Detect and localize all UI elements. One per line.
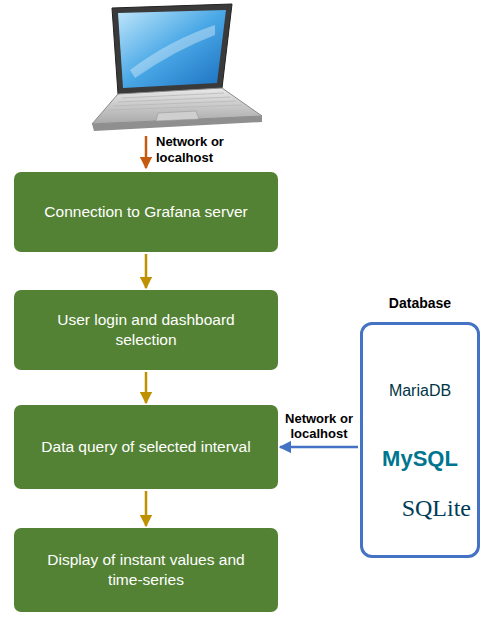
connection-label: Network or localhost — [156, 134, 240, 165]
box-text: Data query of selected interval — [41, 437, 250, 457]
process-box: Data query of selected interval — [14, 405, 278, 489]
box-text: User login and dashboard selection — [28, 310, 264, 350]
logo-text: SQLite — [402, 495, 471, 522]
flow-arrow — [145, 491, 148, 526]
database-group: DatabaseMariaDBMySQLSQLite — [360, 322, 480, 558]
logo-text: MySQL — [363, 446, 477, 472]
box-text: Connection to Grafana server — [44, 202, 247, 222]
laptop-icon — [92, 4, 262, 131]
flow-arrow — [280, 446, 358, 449]
process-box: Connection to Grafana server — [14, 172, 278, 252]
process-box: User login and dashboard selection — [14, 290, 278, 370]
network-arrow — [145, 136, 148, 168]
process-box: Display of instant values and time-serie… — [14, 528, 278, 612]
connection-label: Network or localhost — [279, 411, 359, 442]
box-text: Display of instant values and time-serie… — [28, 550, 264, 590]
flow-arrow — [145, 372, 148, 403]
group-heading: Database — [363, 295, 477, 311]
logo-text: MariaDB — [363, 382, 477, 400]
flow-arrow — [145, 254, 148, 288]
